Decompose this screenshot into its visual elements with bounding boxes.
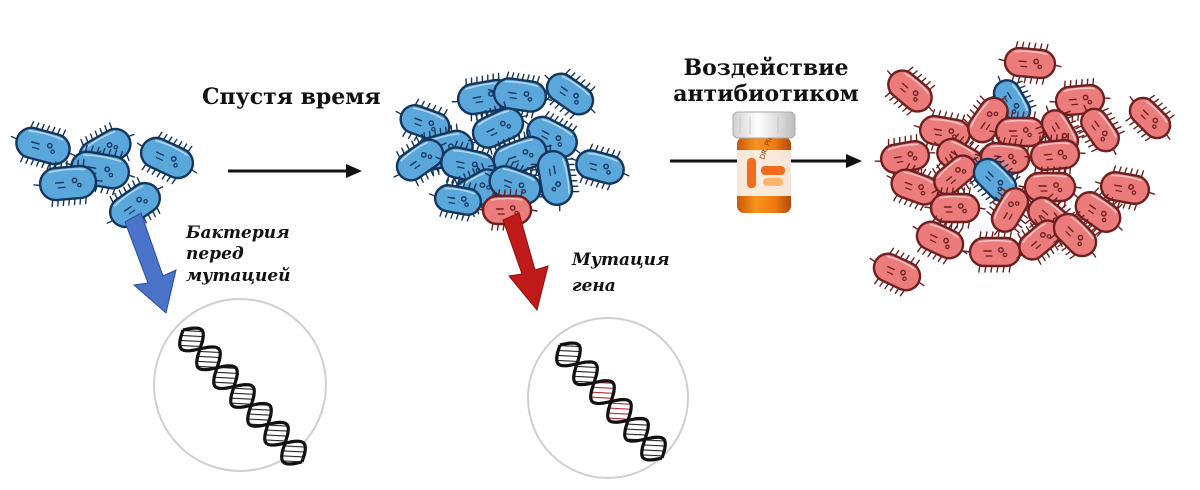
mutant-bacterium-icon [869,247,925,297]
mutant-bacterium-icon [884,66,936,116]
mutant-bacterium-icon [1125,94,1175,142]
mutant-bacterium-icon [963,231,1027,273]
bacteria-cluster-before [10,121,198,233]
bacterium-icon [428,178,488,222]
label-antibiotic-line2: антибиотиком [673,81,859,107]
mutant-bacterium-icon [1016,215,1064,265]
bacterium-icon [969,155,1021,205]
dna-icon [178,326,307,466]
label-over-time: Спустя время [202,84,381,110]
mutated-dna-icon [555,341,667,462]
pill-bottle-icon: DR. PILLS [732,111,796,213]
time-arrow [228,164,362,178]
mutation-arrow [502,212,549,312]
label-antibiotic-line1: Воздействие [684,55,849,81]
bacteria-cluster-after-antibiotic [869,41,1175,297]
label-before-line3: мутацией [186,266,291,286]
bacterium-icon [10,121,76,171]
mutant-bacterium-icon [1075,104,1125,156]
dna-before-circle [153,298,327,472]
mutant-bacterium-icon [912,215,968,265]
dna-mutated-circle [527,317,689,479]
before-mutation-arrow [124,212,177,314]
mutant-bacterium-icon [986,184,1034,236]
label-before-line2: перед [186,244,244,264]
mutant-bacterium-icon [931,150,979,200]
mutant-bacterium-icon [1094,165,1156,211]
bacterium-icon [33,158,103,208]
label-before-line1: Бактерия [185,223,290,243]
bacterium-icon [487,71,553,119]
label-mutation-line1: Мутация [571,250,670,270]
bacterium-icon [570,143,630,191]
mutant-bacterium-icon [1049,210,1101,260]
mutant-bacterium-icon [924,187,986,229]
bacteria-cluster-after-time [393,68,630,231]
bacterium-icon [136,131,198,185]
label-mutation-line2: гена [572,276,616,296]
mutant-bacterium-icon [998,41,1062,85]
bacterium-icon [393,133,447,187]
bacterium-icon [106,177,164,233]
bacterium-icon [530,144,580,212]
bacterium-icon [544,68,596,120]
